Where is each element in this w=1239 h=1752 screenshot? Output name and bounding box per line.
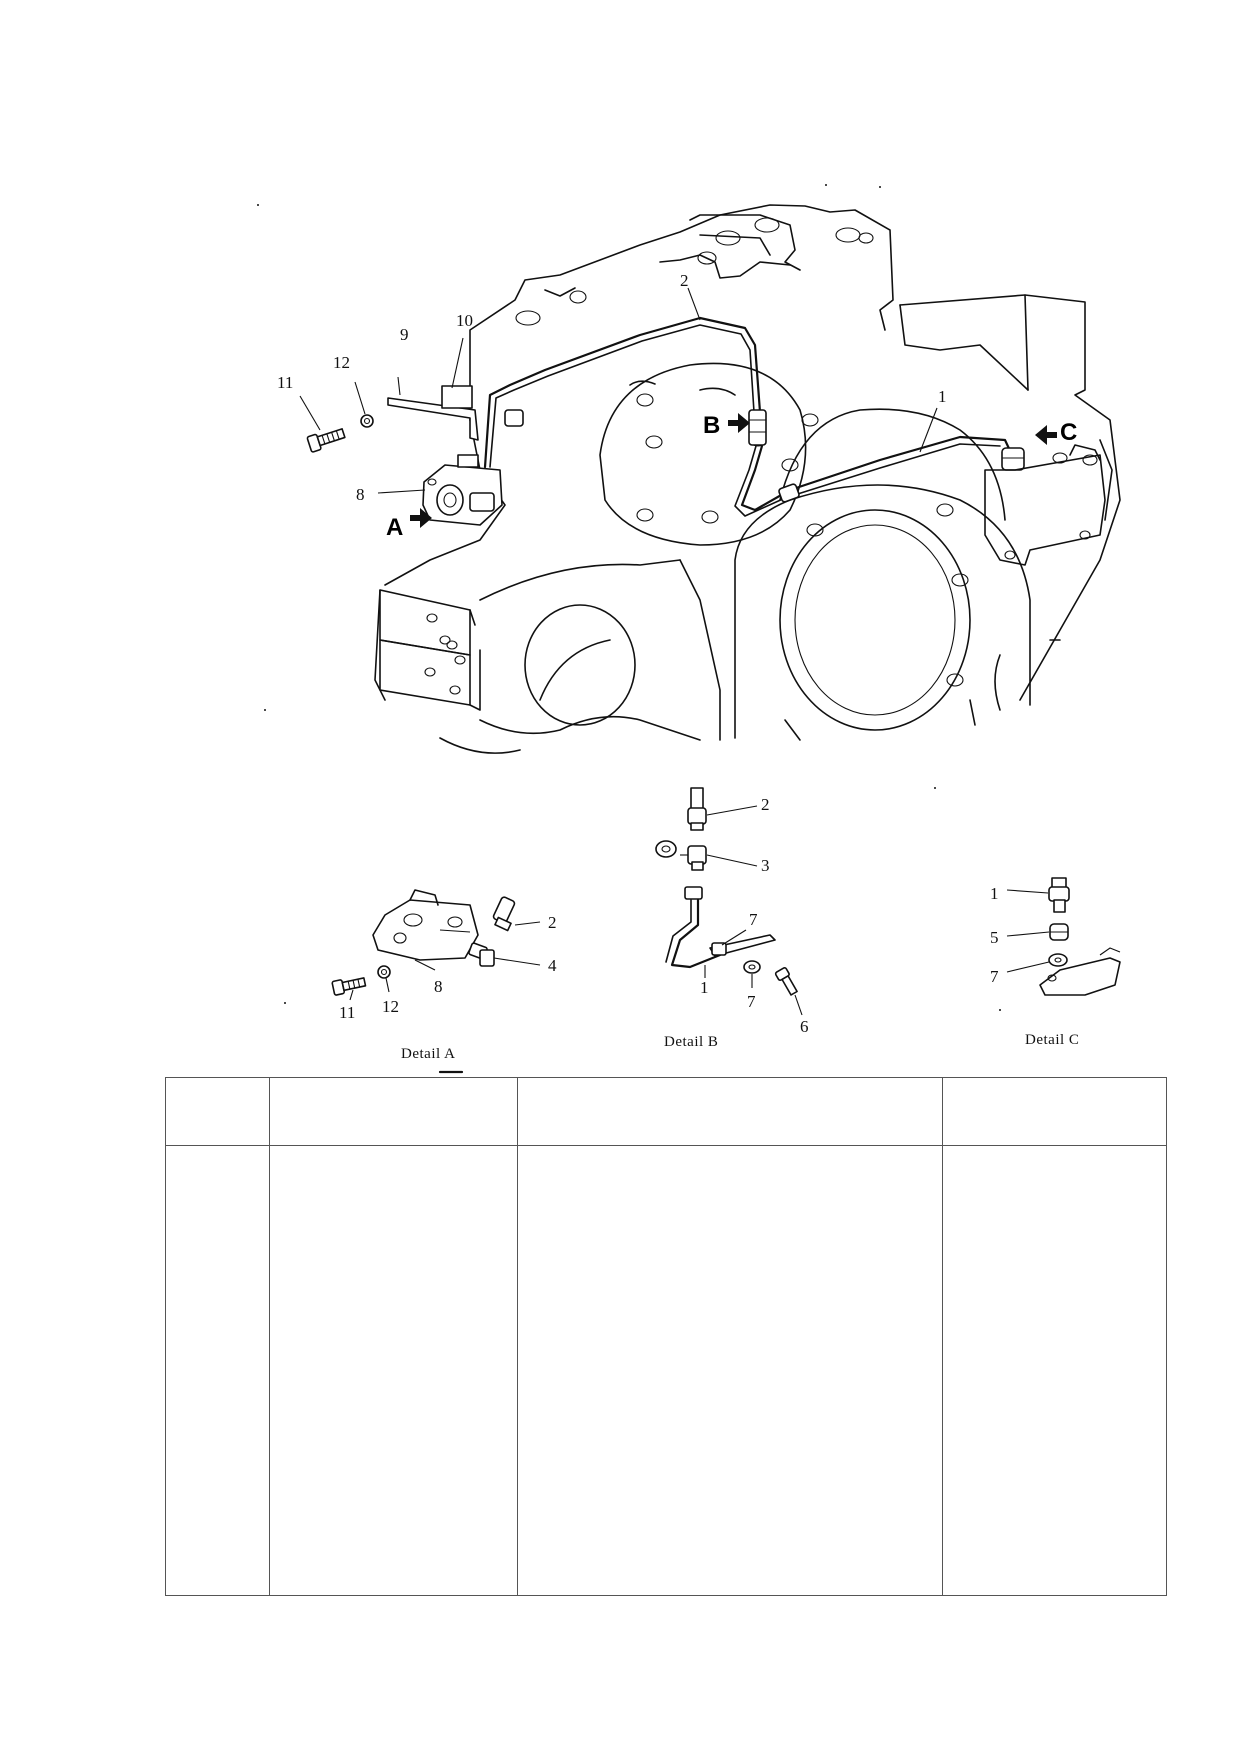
caption-detail-a: Detail A — [401, 1046, 455, 1062]
table-cell-4 — [942, 1145, 1167, 1596]
view-marker-b: B — [703, 412, 720, 439]
table-cell-2 — [269, 1145, 518, 1596]
table-header-cell-1 — [165, 1077, 270, 1146]
callout-8-main: 8 — [356, 485, 365, 504]
callout-1-main: 1 — [938, 387, 947, 406]
callout-2-main: 2 — [680, 271, 689, 290]
callout-10-main: 10 — [456, 311, 473, 330]
callout-12-detail-a: 12 — [382, 997, 399, 1016]
table-header-cell-2 — [269, 1077, 518, 1146]
callout-7-detail-c: 7 — [990, 967, 999, 986]
caption-detail-b: Detail B — [664, 1034, 718, 1050]
detail-b-view — [655, 787, 803, 1016]
callout-8-detail-a: 8 — [434, 977, 443, 996]
callout-2-detail-a: 2 — [548, 913, 557, 932]
callout-1-detail-b: 1 — [700, 978, 709, 997]
callout-7-detail-b-washer: 7 — [747, 992, 756, 1011]
table-header-row — [165, 1077, 1167, 1146]
callout-7-detail-b-clamp: 7 — [749, 910, 758, 929]
table-cell-3 — [517, 1145, 943, 1596]
callout-5-detail-c: 5 — [990, 928, 999, 947]
detail-a-view — [331, 889, 541, 1001]
callout-12-main: 12 — [333, 353, 350, 372]
callout-2-detail-b: 2 — [761, 795, 770, 814]
table-header-cell-4 — [942, 1077, 1167, 1146]
engine-parts-diagram: 1 2 8 9 10 11 12 A B C 2 4 8 11 — [257, 184, 1121, 1074]
detail-c-view — [1006, 877, 1121, 996]
table-header-cell-3 — [517, 1077, 943, 1146]
caption-detail-c: Detail C — [1025, 1032, 1079, 1048]
callout-11-main: 11 — [277, 373, 293, 392]
parts-table — [165, 1077, 1167, 1596]
callout-4-detail-a: 4 — [548, 956, 557, 975]
table-row — [165, 1145, 1167, 1596]
scan-specks — [257, 184, 1001, 1011]
view-marker-a: A — [386, 514, 403, 541]
main-assembly-view — [299, 204, 1121, 754]
table-cell-1 — [165, 1145, 270, 1596]
callout-3-detail-b: 3 — [761, 856, 770, 875]
callout-11-detail-a: 11 — [339, 1003, 355, 1022]
callout-6-detail-b: 6 — [800, 1017, 809, 1036]
callout-9-main: 9 — [400, 325, 409, 344]
view-marker-c: C — [1060, 419, 1077, 446]
callout-1-detail-c: 1 — [990, 884, 999, 903]
